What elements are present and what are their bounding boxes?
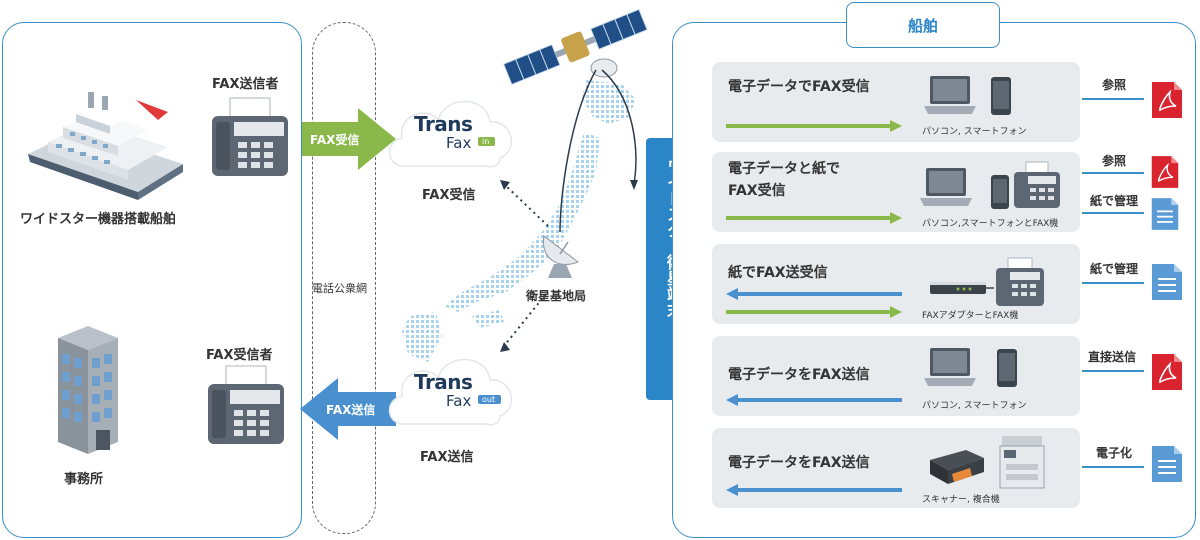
fax-machine-icon [208, 365, 284, 444]
row-title-line1: 電子データと紙で [728, 161, 840, 177]
transfax-brand-top: Trans [414, 112, 473, 136]
receive-arrow [726, 120, 902, 132]
japan-map-graphic [402, 80, 636, 362]
satellite-links [500, 69, 638, 352]
usage-row: 電子データをFAX送信 パソコン, スマートフォン [712, 336, 1080, 416]
row-title: 電子データをFAX送信 [728, 367, 870, 383]
usage-row: 電子データでFAX受信 パソコン, スマートフォン [712, 62, 1080, 142]
usage-row: 電子データをFAX送信 スキャナー, 複合機 [712, 428, 1080, 508]
side-label-digitize: 電子化 [1096, 446, 1133, 460]
ship-icon [28, 92, 183, 200]
transfax-tag-in: in [478, 137, 496, 146]
side-connector [1082, 98, 1144, 100]
cloud-send-caption: FAX送信 [420, 450, 474, 465]
row-title: 電子データをFAX送信 [728, 455, 870, 471]
satellite-dish-icon [542, 235, 580, 278]
side-connector [1082, 370, 1144, 372]
transfax-brand-top: Trans [414, 370, 473, 394]
transfax-out-logo: Trans Fax out [410, 370, 510, 414]
ship-label: ワイドスター機器搭載船舶 [20, 212, 177, 227]
side-connector [1082, 172, 1144, 174]
side-label-reference: 参照 [1102, 154, 1127, 168]
side-label-paper-management: 紙で管理 [1090, 262, 1139, 276]
fax-machine-icon [212, 97, 288, 176]
fax-receiver-label: FAX受信者 [206, 348, 273, 363]
ground-station-label: 衛星基地局 [526, 289, 587, 303]
row-title: 紙でFAX送受信 [728, 265, 828, 281]
row-caption: パソコン, スマートフォン [922, 127, 1027, 137]
transfax-tag-out: out [478, 395, 502, 404]
office-building-icon [58, 326, 118, 454]
pdf-icon [1152, 82, 1182, 118]
smartphone-icon [997, 349, 1017, 387]
laptop-icon [924, 348, 976, 386]
fax-send-arrow-label: FAX送信 [326, 403, 376, 417]
ship-tab: 船舶 [846, 2, 1000, 48]
send-arrow [726, 394, 902, 406]
phone-network-label: 電話公衆網 [312, 282, 367, 295]
usage-row: 紙でFAX送受信 FAXアダプターとFAX機 [712, 244, 1080, 324]
fax-send-arrow [300, 378, 396, 440]
cloud-icon [388, 358, 513, 426]
side-connector [1082, 212, 1144, 214]
side-connector [1082, 466, 1144, 468]
scanner-printer-icon [930, 450, 984, 484]
pdf-icon [1151, 156, 1179, 188]
usage-row: 電子データと紙で FAX受信 パソコン,スマートフォンとFAX機 [712, 152, 1080, 232]
cloud-icon [388, 100, 513, 168]
laptop-icon [920, 168, 972, 206]
phone-network-capsule [312, 22, 376, 534]
multifunction-printer-icon [999, 436, 1045, 489]
receive-arrow [726, 306, 902, 318]
document-icon [1152, 446, 1182, 482]
send-arrow [726, 484, 902, 496]
side-label-direct-send: 直接送信 [1088, 350, 1137, 364]
document-icon [1151, 198, 1179, 230]
side-label-paper-management: 紙で管理 [1090, 194, 1139, 208]
fax-receive-arrow-label: FAX受信 [310, 133, 360, 147]
fax-adapter-icon [930, 282, 994, 294]
row-title-line2: FAX受信 [728, 183, 786, 199]
send-arrow [726, 288, 902, 300]
laptop-icon [924, 76, 976, 114]
row-caption: パソコン,スマートフォンとFAX機 [922, 219, 1059, 229]
fax-receive-arrow [302, 108, 396, 170]
row-caption: FAXアダプターとFAX機 [922, 311, 1019, 321]
fax-sender-label: FAX送信者 [212, 77, 279, 92]
cloud-receive-caption: FAX受信 [422, 188, 476, 203]
side-connector [1082, 282, 1144, 284]
smartphone-icon [991, 175, 1009, 209]
office-label: 事務所 [64, 472, 104, 487]
row-caption: スキャナー, 複合機 [922, 495, 1000, 505]
ship-tab-label: 船舶 [907, 17, 938, 35]
side-label-reference: 参照 [1102, 78, 1127, 92]
transfax-in-logo: Trans Fax in [410, 112, 506, 156]
row-title: 電子データでFAX受信 [728, 79, 870, 95]
row-caption: パソコン, スマートフォン [922, 401, 1027, 411]
satellite-icon [502, 8, 648, 86]
receive-arrow [726, 212, 902, 224]
fax-machine-icon [996, 257, 1044, 306]
transfax-brand-bottom: Fax [446, 392, 472, 410]
fax-machine-icon [1014, 161, 1060, 208]
pdf-icon [1152, 354, 1182, 390]
document-icon [1152, 264, 1182, 300]
smartphone-icon [991, 77, 1011, 115]
transfax-brand-bottom: Fax [446, 134, 472, 152]
